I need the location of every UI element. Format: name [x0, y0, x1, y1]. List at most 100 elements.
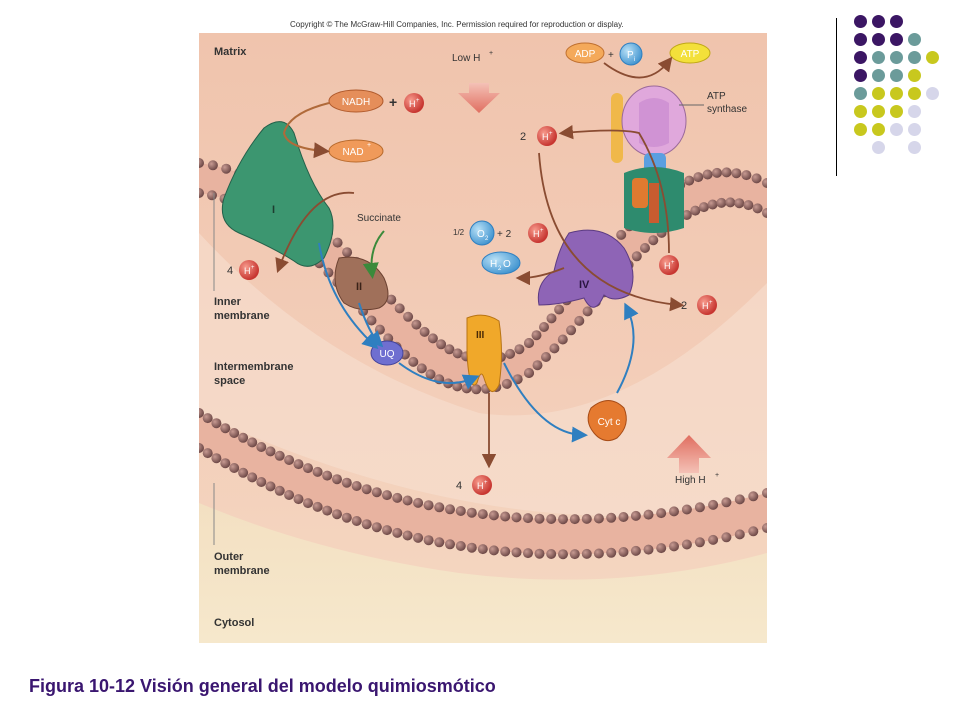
h-label-nadh: H+	[409, 98, 420, 109]
decor-dot	[854, 51, 867, 64]
lipid-head	[342, 247, 353, 258]
lipid-head	[445, 539, 455, 550]
decor-dot	[854, 123, 867, 136]
outer-membrane-label-2: membrane	[214, 565, 270, 577]
lipid-head	[211, 418, 222, 429]
h2o-sub-label: 2	[498, 266, 502, 272]
nadh-oval	[328, 89, 384, 113]
lipid-head	[455, 541, 466, 551]
pi-sub-label: i	[634, 57, 635, 63]
atp-label: ATP	[681, 49, 700, 60]
c3-cytc-arrow	[503, 362, 588, 443]
cytc-c4-arrow	[616, 302, 639, 394]
lipid-head	[690, 205, 701, 216]
h-circle-nadh	[404, 93, 424, 113]
h-label-c4: H+	[702, 300, 713, 311]
lipid-head	[669, 506, 679, 517]
lipid-head	[681, 504, 692, 515]
lipid-head	[546, 549, 557, 559]
h-label-o2: H+	[533, 228, 544, 239]
lipid-head	[466, 507, 477, 518]
lipid-head	[748, 526, 759, 537]
lipid-head	[640, 243, 650, 253]
lipid-head	[524, 368, 534, 378]
lipid-head	[402, 495, 413, 506]
h2o-h-label: H	[490, 259, 497, 270]
lipid-head	[734, 494, 745, 505]
lipid-head	[721, 497, 732, 508]
lipid-head	[394, 303, 405, 314]
cytc-shape	[587, 400, 627, 442]
low-h-label: Low H	[452, 53, 480, 64]
lipid-head	[541, 352, 551, 362]
lipid-head	[322, 505, 333, 516]
decor-dot	[854, 69, 867, 82]
svg-text:+: +	[549, 131, 553, 137]
c4-h2o-arrow	[515, 267, 565, 286]
uq-c3-arrow	[398, 362, 480, 390]
c1-uq-arrow	[318, 242, 379, 350]
lipid-head	[741, 170, 752, 181]
adp-atp-arrow	[603, 56, 673, 79]
lipid-head	[743, 200, 754, 211]
lipid-head	[461, 383, 472, 394]
atp-synthase-label-1: ATP	[707, 91, 726, 102]
svg-text:+: +	[540, 228, 544, 234]
decor-dot-grid	[846, 15, 956, 165]
nadh-arrow	[282, 102, 330, 159]
cytosol-label: Cytosol	[214, 617, 254, 629]
lipid-head	[284, 455, 295, 465]
lipid-head	[434, 502, 445, 513]
lipid-head	[351, 481, 362, 491]
lipid-head	[361, 484, 372, 495]
lipid-head	[554, 304, 565, 315]
lipid-head	[581, 548, 592, 559]
lipid-head	[303, 463, 313, 474]
lipid-head	[361, 519, 372, 530]
o2-plus-two: + 2	[497, 229, 512, 240]
proton-count-atp: 2	[520, 131, 526, 143]
lipid-head	[256, 442, 267, 452]
lipid-head	[721, 532, 732, 543]
complex-iii-shape	[466, 314, 502, 393]
lipid-head	[374, 324, 385, 335]
intermembrane-label-2: space	[214, 375, 245, 387]
lipid-head	[707, 199, 718, 210]
lipid-head	[630, 510, 641, 521]
c2-uq-arrow	[358, 302, 384, 348]
nad-sup: +	[367, 142, 371, 149]
low-h-arrow	[458, 83, 500, 113]
lipid-head	[371, 487, 382, 498]
lipid-head	[247, 437, 258, 448]
atp-oval	[669, 42, 711, 64]
svg-text:H: H	[664, 261, 671, 271]
h-label-c1: H+	[244, 265, 255, 276]
decor-dot	[872, 51, 885, 64]
lipid-head	[618, 547, 629, 557]
lipid-head	[351, 516, 362, 526]
decor-dot	[908, 123, 921, 136]
lipid-head	[752, 203, 763, 214]
decor-dot	[890, 105, 903, 118]
lipid-head	[734, 198, 745, 209]
c1-proton-arrow	[275, 191, 355, 274]
lipid-head	[238, 467, 249, 478]
nadh-plus: +	[389, 94, 397, 110]
lipid-head	[371, 522, 382, 533]
lipid-head	[332, 474, 342, 485]
lipid-head	[566, 325, 577, 336]
decor-dot	[908, 141, 921, 154]
lipid-head	[558, 514, 568, 525]
decor-dot	[872, 69, 885, 82]
lipid-head	[569, 514, 580, 525]
decor-dot	[890, 87, 903, 100]
lipid-head	[403, 311, 414, 322]
svg-text:+: +	[484, 480, 488, 486]
lipid-head	[332, 237, 343, 248]
decor-dot	[890, 15, 903, 28]
lipid-head	[247, 472, 258, 483]
decor-dot	[872, 87, 885, 100]
lipid-head	[618, 512, 629, 522]
lipid-head	[643, 544, 654, 555]
lipid-head	[366, 315, 377, 326]
